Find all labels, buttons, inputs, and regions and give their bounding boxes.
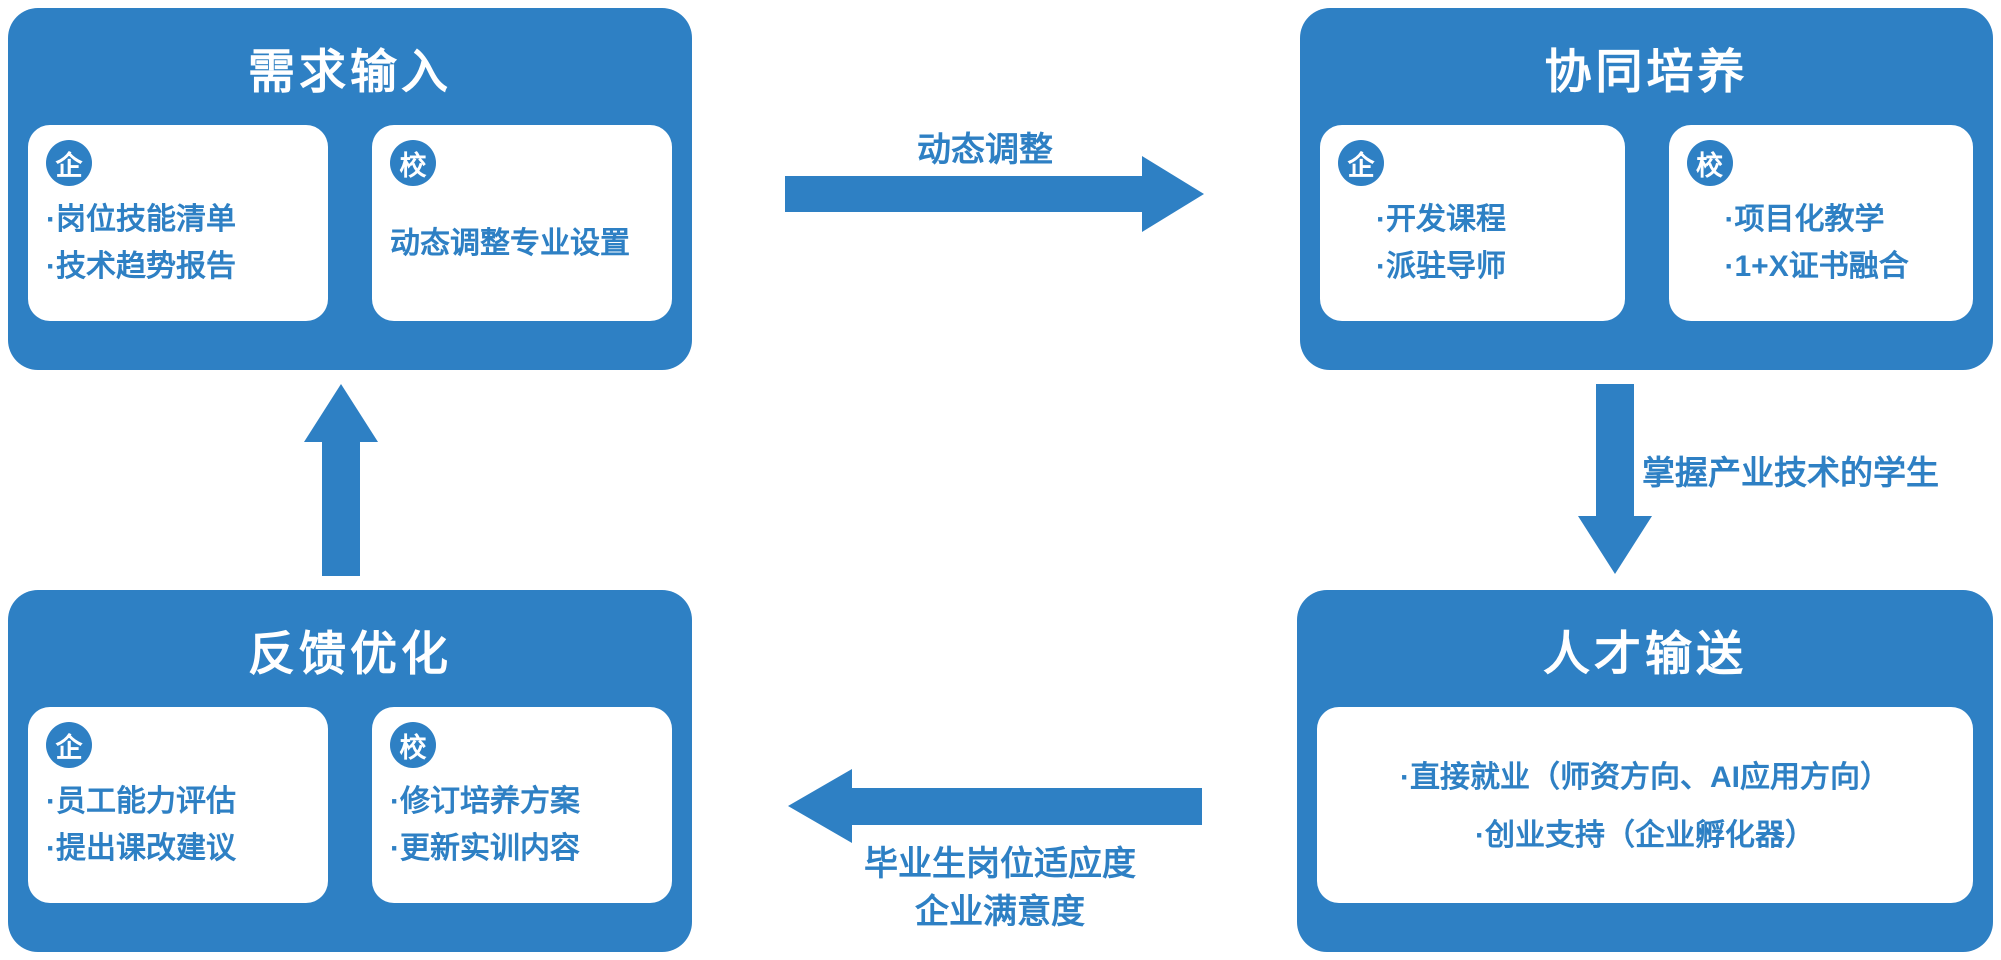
card-items: ·修订培养方案 ·更新实训内容 — [390, 778, 654, 872]
list-item: ·提出课改建议 — [46, 832, 236, 866]
card-school: 校 动态调整专业设置 — [372, 125, 672, 322]
arrow-left-shaft — [852, 788, 1202, 825]
list-item: ·直接就业（师资方向、AI应用方向） — [1400, 760, 1890, 794]
arrow-up-shaft — [322, 442, 360, 576]
card-row: ·直接就业（师资方向、AI应用方向） ·创业支持（企业孵化器） — [1297, 707, 1993, 904]
card-enterprise: 企 ·岗位技能清单 ·技术趋势报告 — [28, 125, 328, 322]
school-badge-icon: 校 — [390, 722, 436, 769]
list-item: ·更新实训内容 — [390, 832, 580, 866]
card-school: 校 ·项目化教学 ·1+X证书融合 — [1668, 125, 1973, 322]
arrow-right-shaft — [785, 176, 1142, 212]
box-title-collaborative-training: 协同培养 — [1544, 45, 1749, 98]
card-items: 动态调整专业设置 — [390, 220, 654, 267]
card-enterprise: 企 ·开发课程 ·派驻导师 — [1320, 125, 1625, 322]
list-item: ·开发课程 — [1376, 203, 1506, 237]
enterprise-badge-icon: 企 — [46, 722, 92, 769]
list-item: ·创业支持（企业孵化器） — [1475, 818, 1815, 852]
list-item: ·技术趋势报告 — [46, 250, 236, 284]
arrow-label-feedback: 毕业生岗位适应度 企业满意度 — [795, 840, 1205, 936]
card-talent-delivery: ·直接就业（师资方向、AI应用方向） ·创业支持（企业孵化器） — [1317, 707, 1973, 904]
list-item: 动态调整专业设置 — [390, 227, 630, 261]
card-items: ·直接就业（师资方向、AI应用方向） ·创业支持（企业孵化器） — [1335, 749, 1955, 865]
box-feedback-optimization: 反馈优化 企 ·员工能力评估 ·提出课改建议 校 ·修订培养方案 ·更新实训内容 — [8, 590, 692, 952]
arrow-down-shaft — [1596, 384, 1634, 516]
box-title-talent-delivery: 人才输送 — [1543, 627, 1747, 680]
arrow-up-head-icon — [304, 384, 378, 442]
list-item: ·1+X证书融合 — [1724, 250, 1909, 284]
arrow-right-head-icon — [1142, 156, 1204, 232]
school-badge-icon: 校 — [1686, 140, 1733, 187]
arrow-label-dynamic-adjustment: 动态调整 — [917, 131, 1053, 169]
box-demand-input: 需求输入 企 ·岗位技能清单 ·技术趋势报告 校 动态调整专业设置 — [8, 8, 692, 370]
box-title-feedback-optimization: 反馈优化 — [248, 627, 452, 680]
list-item: ·修订培养方案 — [390, 785, 580, 819]
card-items: ·员工能力评估 ·提出课改建议 — [46, 778, 310, 872]
list-item: ·岗位技能清单 — [46, 203, 236, 237]
box-talent-delivery: 人才输送 ·直接就业（师资方向、AI应用方向） ·创业支持（企业孵化器） — [1297, 590, 1993, 952]
school-badge-icon: 校 — [390, 140, 436, 187]
arrow-down-head-icon — [1578, 516, 1652, 574]
enterprise-badge-icon: 企 — [46, 140, 92, 187]
arrow-label-line1: 毕业生岗位适应度 — [864, 845, 1136, 883]
list-item: ·派驻导师 — [1376, 250, 1506, 284]
enterprise-badge-icon: 企 — [1338, 140, 1384, 187]
arrow-label-line2: 企业满意度 — [915, 893, 1085, 931]
card-items: ·岗位技能清单 ·技术趋势报告 — [46, 196, 310, 290]
card-items: ·开发课程 ·派驻导师 — [1338, 196, 1607, 290]
box-title-demand-input: 需求输入 — [248, 45, 452, 98]
arrow-label-students: 掌握产业技术的学生 — [1642, 454, 1939, 491]
list-item: ·员工能力评估 — [46, 785, 236, 819]
card-school: 校 ·修订培养方案 ·更新实训内容 — [372, 707, 672, 904]
arrow-left-head-icon — [788, 769, 852, 843]
card-items: ·项目化教学 ·1+X证书融合 — [1687, 196, 1956, 290]
card-enterprise: 企 ·员工能力评估 ·提出课改建议 — [28, 707, 328, 904]
card-row: 企 ·岗位技能清单 ·技术趋势报告 校 动态调整专业设置 — [8, 125, 692, 322]
card-row: 企 ·员工能力评估 ·提出课改建议 校 ·修订培养方案 ·更新实训内容 — [8, 707, 692, 904]
box-collaborative-training: 协同培养 企 ·开发课程 ·派驻导师 校 ·项目化教学 ·1+X证书融合 — [1300, 8, 1993, 370]
list-item: ·项目化教学 — [1724, 203, 1885, 237]
card-row: 企 ·开发课程 ·派驻导师 校 ·项目化教学 ·1+X证书融合 — [1300, 125, 1993, 322]
